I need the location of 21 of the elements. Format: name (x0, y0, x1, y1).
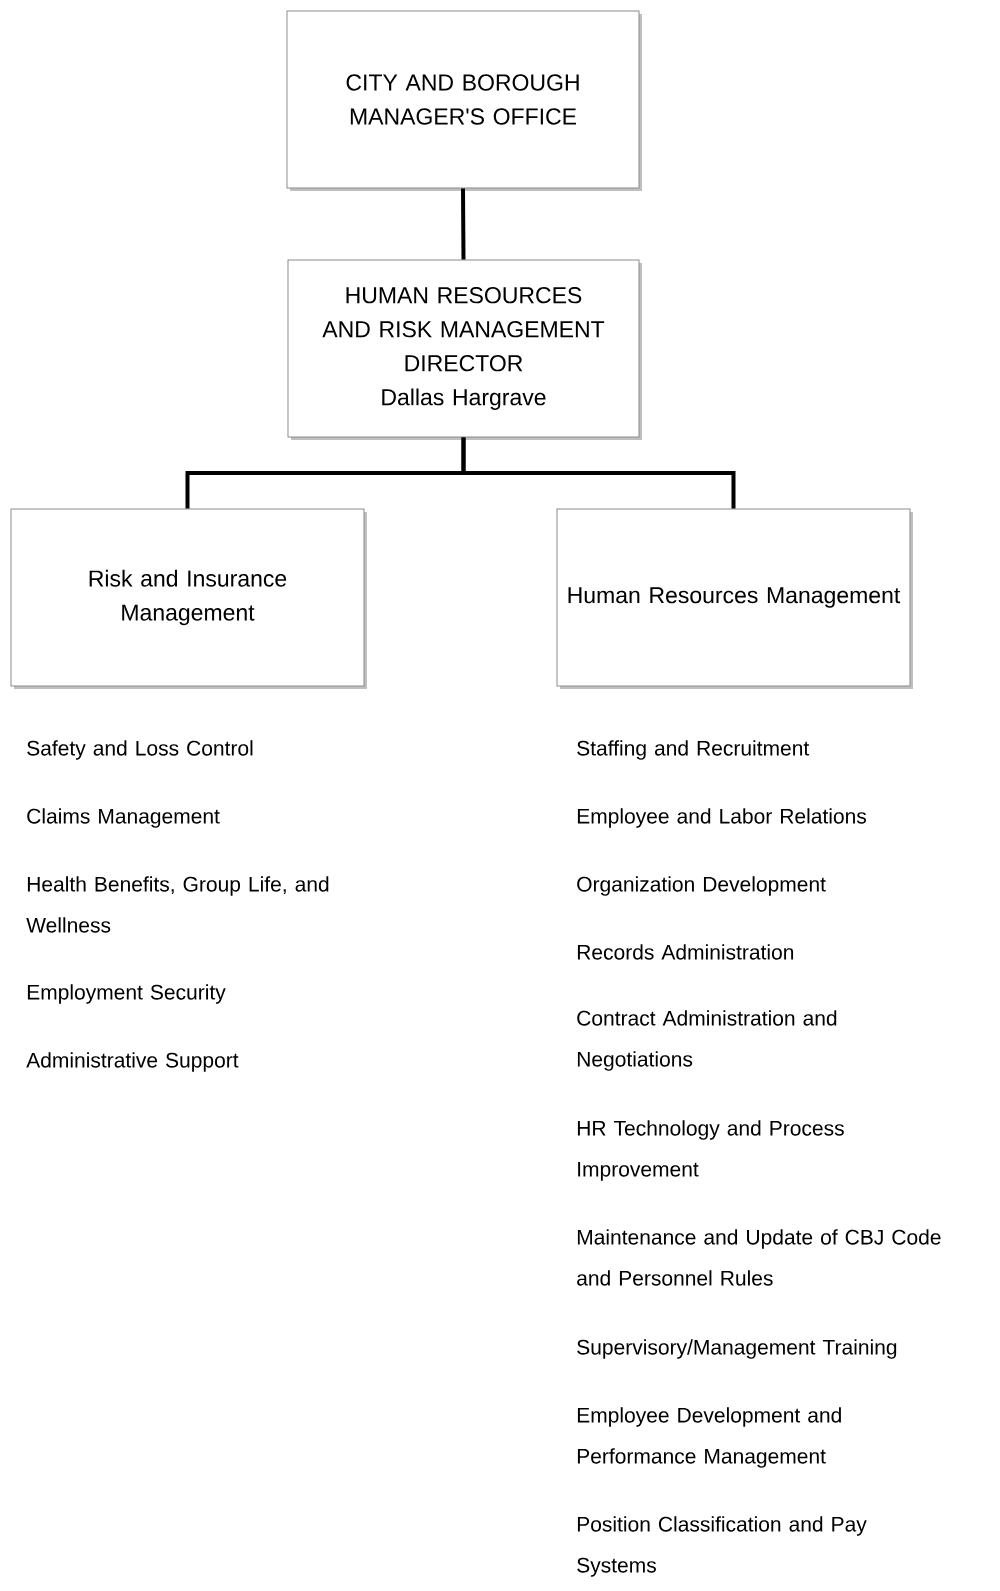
list-item: Staffing and Recruitment (577, 740, 810, 760)
list-item: Organization Development (577, 876, 826, 896)
list-item: Records Administration (577, 944, 794, 960)
list-item: Contract Administration and Negotiations (577, 1010, 837, 1071)
list-item: Employment Security (27, 984, 226, 1004)
org-box: Human Resources Management (556, 508, 913, 689)
connector (461, 188, 466, 260)
list-item: Position Classification and Pay Systems (577, 1516, 867, 1577)
connector (461, 437, 736, 509)
org-box: Risk and Insurance Management (10, 508, 367, 689)
list-item: Maintenance and Update of CBJ Code and Personnel Rules (577, 1229, 941, 1286)
org-box: HUMAN RESOURCES AND RISK MANAGEMENT DIRECTOR Dallas Hargrave (287, 259, 642, 440)
list-item: Supervisory/Management Training (577, 1339, 897, 1359)
org-box: CITY AND BOROUGH MANAGER'S OFFICE (286, 10, 642, 191)
list-item: Claims Management (27, 808, 220, 828)
list-item: Administrative Support (26, 1052, 239, 1072)
list-item: Safety and Loss Control (27, 740, 253, 760)
list-item: Employee Development and Performance Management (577, 1407, 841, 1468)
list-item: Health Benefits, Group Life, and Wellness (26, 876, 329, 933)
list-item: HR Technology and Process Improvement (577, 1120, 844, 1181)
list-item: Employee and Labor Relations (577, 808, 867, 828)
